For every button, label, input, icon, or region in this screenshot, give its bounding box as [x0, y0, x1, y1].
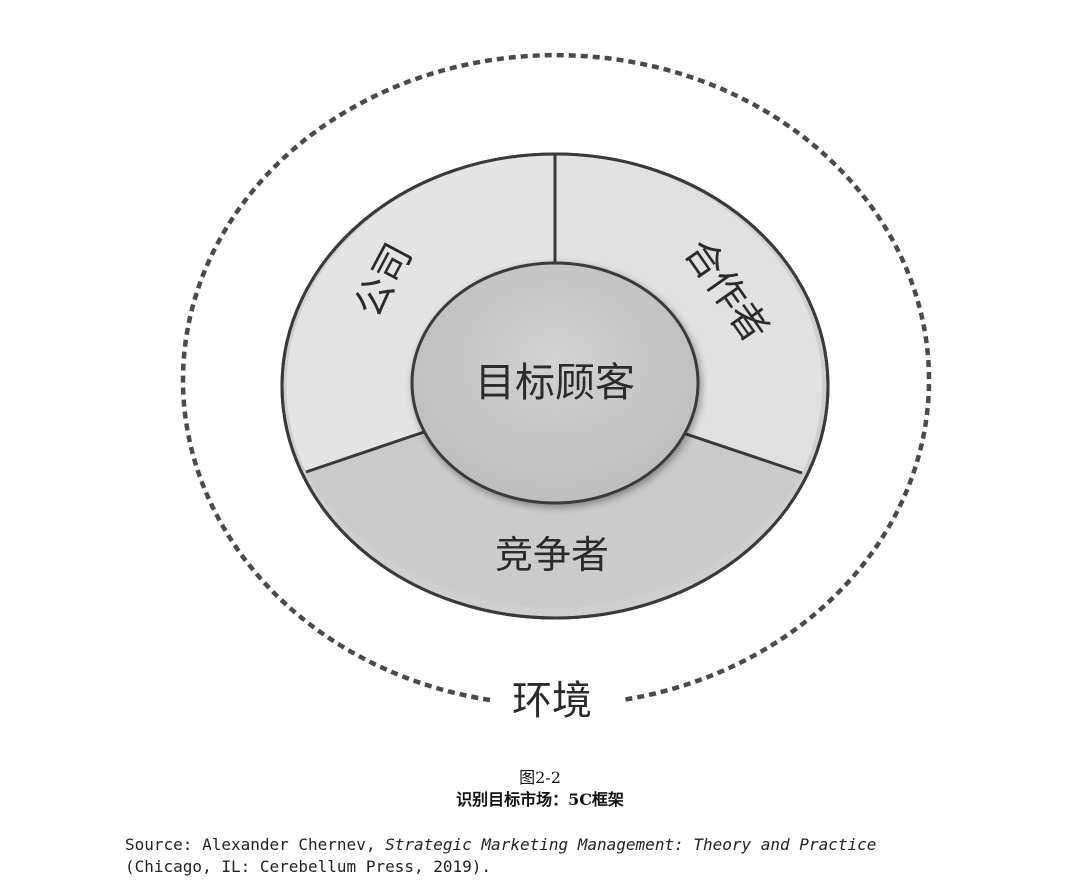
- source-prefix: Source: Alexander Chernev,: [125, 835, 386, 854]
- source-suffix: (Chicago, IL: Cerebellum Press, 2019).: [125, 857, 492, 876]
- segment-label-competitors: 竞争者: [495, 533, 609, 577]
- figure-number: 图2-2: [519, 768, 561, 787]
- figure-title: 识别目标市场：5C框架: [456, 790, 624, 809]
- source-citation: Source: Alexander Chernev, Strategic Mar…: [125, 834, 1025, 878]
- divider-left: [305, 428, 431, 474]
- core-circle: [410, 261, 700, 505]
- environment-boundary: [180, 52, 932, 703]
- 5c-framework-diagram: 目标顾客 公司 合作者 竞争者 环境: [180, 52, 932, 724]
- environment-label: 环境: [512, 678, 592, 724]
- source-book-title: Strategic Marketing Management: Theory a…: [385, 835, 877, 854]
- core-label: 目标顾客: [475, 360, 635, 406]
- divider-right: [679, 430, 803, 475]
